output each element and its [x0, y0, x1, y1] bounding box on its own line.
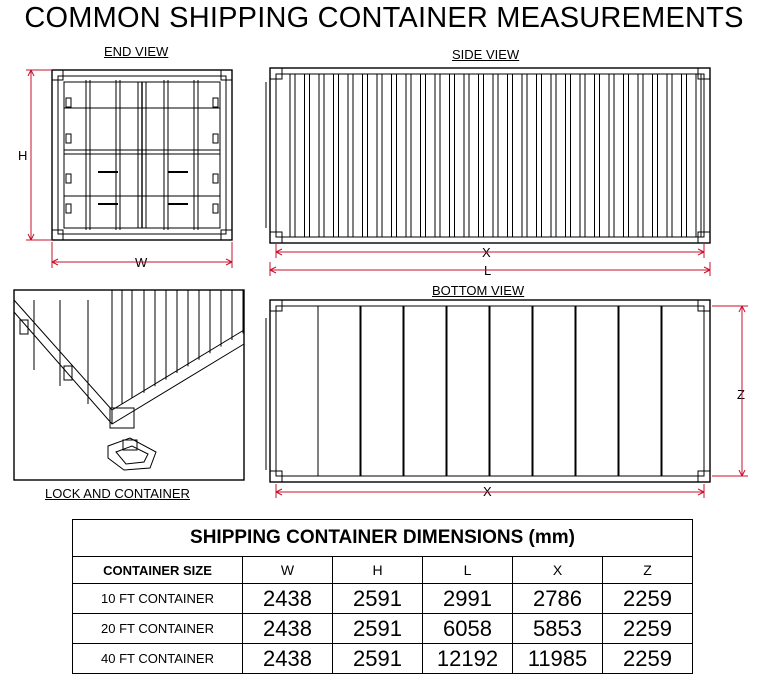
cell-value: 2438: [242, 643, 333, 674]
cell-value: 2991: [422, 583, 513, 614]
dimensions-table: SHIPPING CONTAINER DIMENSIONS (mm) CONTA…: [72, 519, 693, 674]
cell-value: 2591: [332, 583, 423, 614]
side-view-drawing: [265, 67, 711, 244]
cell-value: 5853: [512, 613, 603, 644]
page-title: COMMON SHIPPING CONTAINER MEASUREMENTS: [24, 2, 744, 34]
table-row: 40 FT CONTAINER 2438 2591 12192 11985 22…: [72, 643, 693, 674]
bottom-view-dimensions: [275, 305, 748, 498]
bottom-view-drawing: [265, 299, 711, 483]
dim-label-z: Z: [737, 387, 745, 402]
table-header-row: CONTAINER SIZE W H L X Z: [72, 556, 693, 584]
end-view-dimensions: [26, 69, 233, 268]
dim-label-h: H: [18, 148, 28, 163]
cell-value: 2786: [512, 583, 603, 614]
table-row: 10 FT CONTAINER 2438 2591 2991 2786 2259: [72, 583, 693, 614]
cell-value: 2591: [332, 613, 423, 644]
header-w: W: [242, 556, 333, 584]
header-container-size: CONTAINER SIZE: [72, 556, 243, 584]
bottom-view-label: BOTTOM VIEW: [432, 283, 525, 298]
row-label: 10 FT CONTAINER: [72, 583, 243, 614]
row-label: 40 FT CONTAINER: [72, 643, 243, 674]
end-view-drawing: [51, 69, 233, 241]
row-label: 20 FT CONTAINER: [72, 613, 243, 644]
header-h: H: [332, 556, 423, 584]
cell-value: 2438: [242, 613, 333, 644]
side-view-label: SIDE VIEW: [452, 47, 520, 62]
table-row: 20 FT CONTAINER 2438 2591 6058 5853 2259: [72, 613, 693, 644]
header-z: Z: [602, 556, 693, 584]
cell-value: 6058: [422, 613, 513, 644]
header-l: L: [422, 556, 513, 584]
technical-drawing: [13, 67, 748, 498]
cell-value: 2259: [602, 613, 693, 644]
cell-value: 12192: [422, 643, 513, 674]
cell-value: 2591: [332, 643, 423, 674]
cell-value: 2259: [602, 643, 693, 674]
cell-value: 2259: [602, 583, 693, 614]
end-view-label: END VIEW: [104, 44, 169, 59]
cell-value: 11985: [512, 643, 603, 674]
cell-value: 2438: [242, 583, 333, 614]
lock-and-container-drawing: [13, 289, 245, 481]
side-view-dimensions: [269, 244, 711, 276]
header-x: X: [512, 556, 603, 584]
lock-view-label: LOCK AND CONTAINER: [45, 486, 190, 501]
table-title: SHIPPING CONTAINER DIMENSIONS (mm): [72, 519, 693, 557]
